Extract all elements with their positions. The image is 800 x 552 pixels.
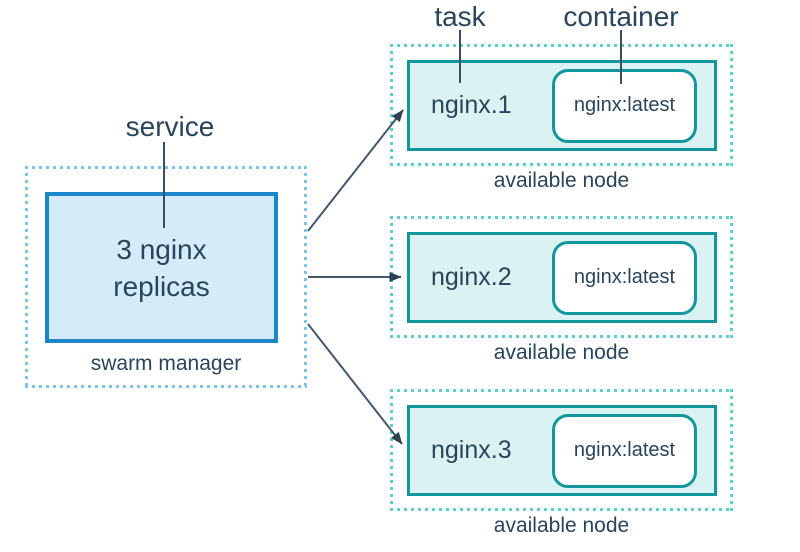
node-caption-1: available node xyxy=(493,169,630,192)
task-name-3: nginx.3 xyxy=(431,436,512,464)
swarm-manager-outline: 3 nginx replicas swarm manager xyxy=(25,166,307,388)
container-label: container xyxy=(563,1,679,32)
task-box-2: nginx.2 nginx:latest xyxy=(407,232,717,323)
node-2: nginx.2 nginx:latest available node xyxy=(390,216,733,364)
node-caption-2: available node xyxy=(493,341,630,364)
task-box-3: nginx.3 nginx:latest xyxy=(407,405,717,496)
container-box-1: nginx:latest xyxy=(552,68,697,143)
node-3: nginx.3 nginx:latest available node xyxy=(390,389,733,537)
task-name-1: nginx.1 xyxy=(431,91,512,119)
container-box-2: nginx:latest xyxy=(552,240,697,315)
service-label: service xyxy=(125,111,215,142)
service-box: 3 nginx replicas xyxy=(45,192,278,343)
task-box-1: nginx.1 nginx:latest xyxy=(407,60,717,151)
task-name-2: nginx.2 xyxy=(431,263,512,291)
task-label: task xyxy=(434,1,486,32)
node-1: nginx.1 nginx:latest available node xyxy=(390,44,733,192)
arrow-manager-to-node-3 xyxy=(307,323,403,445)
node-caption-3: available node xyxy=(493,514,630,537)
container-box-3: nginx:latest xyxy=(552,413,697,488)
swarm-manager-caption: swarm manager xyxy=(90,352,242,375)
arrow-manager-to-node-1 xyxy=(307,109,404,232)
